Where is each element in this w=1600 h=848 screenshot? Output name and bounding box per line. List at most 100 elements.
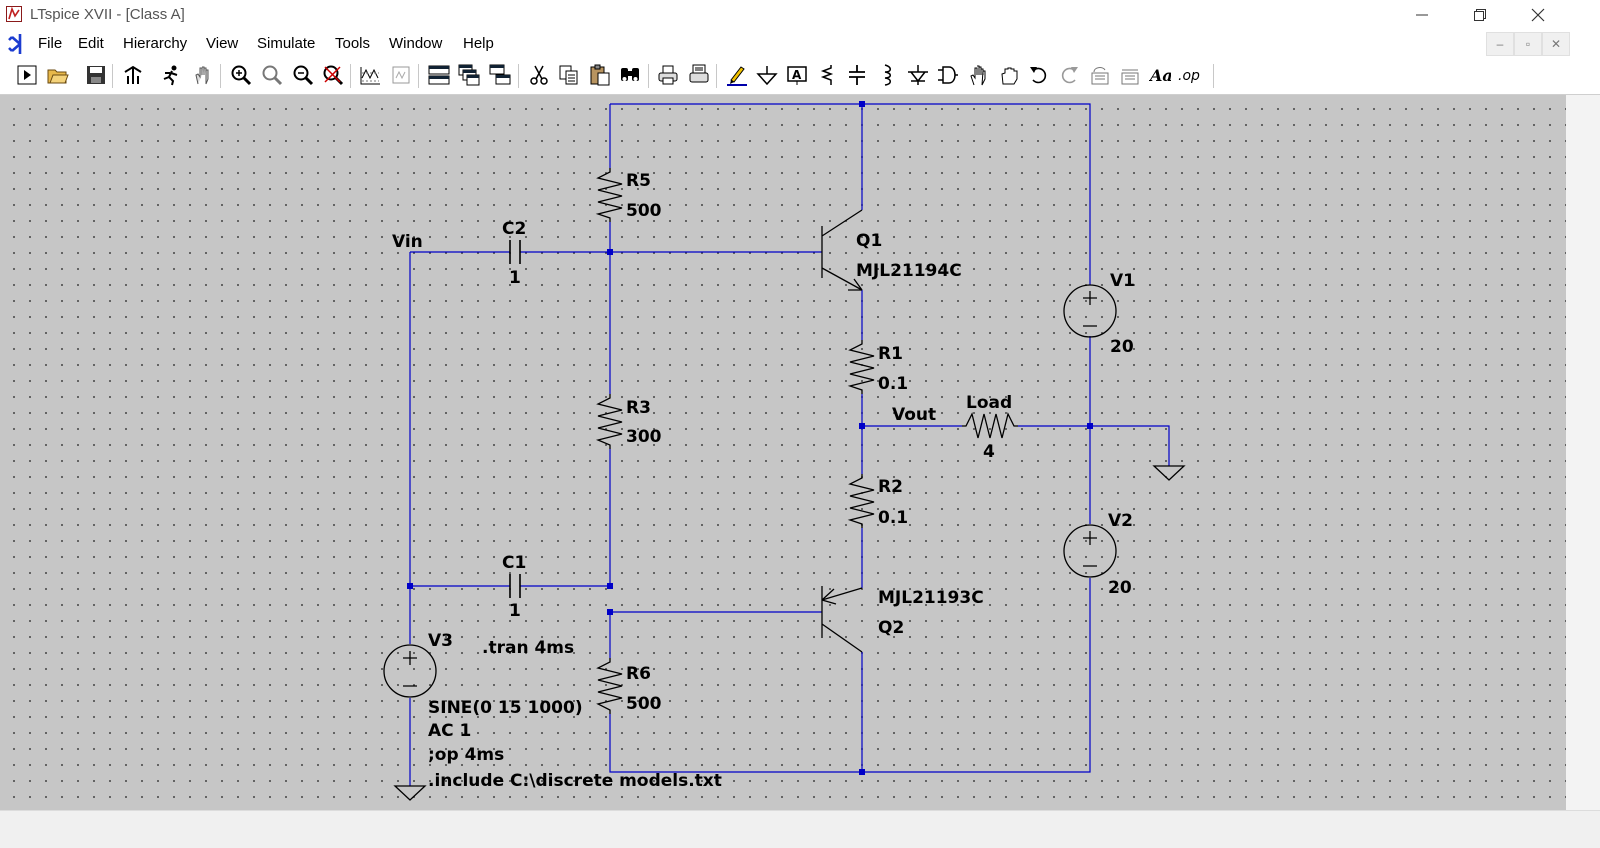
menu-help[interactable]: Help (463, 35, 494, 52)
menu-file[interactable]: File (38, 35, 63, 52)
resistor-r2 (847, 474, 875, 528)
child-close-button[interactable]: ✕ (1542, 32, 1570, 56)
paste-icon (590, 64, 610, 86)
move-icon (970, 65, 986, 86)
waveform-dim-button[interactable] (388, 62, 414, 88)
menu-view[interactable]: View (206, 35, 239, 52)
close-button[interactable] (1509, 0, 1567, 30)
find-button[interactable] (617, 62, 643, 88)
resistor-load (962, 412, 1018, 439)
pan-button[interactable] (190, 62, 216, 88)
close-icon (1531, 8, 1545, 22)
schematic: R5 500 C2 1 Vin Q1 MJL21194C V1 20 R1 0.… (383, 101, 1186, 801)
c1-name: C1 (502, 553, 526, 573)
r3-name: R3 (626, 398, 651, 418)
run-button[interactable] (14, 62, 40, 88)
control-panel-button[interactable] (120, 62, 146, 88)
move-button[interactable] (966, 62, 992, 88)
rotate-button[interactable] (1087, 62, 1113, 88)
component-icon (938, 66, 958, 84)
v2-value: 20 (1108, 578, 1132, 598)
component-button[interactable] (935, 62, 961, 88)
minimize-button[interactable] (1393, 0, 1451, 30)
capacitor-button[interactable] (844, 62, 870, 88)
waveform-button[interactable] (357, 62, 383, 88)
drag-button[interactable] (996, 62, 1022, 88)
zoom-cancel-button[interactable] (320, 62, 346, 88)
child-minimize-button[interactable]: – (1486, 32, 1514, 56)
drag-icon (1001, 67, 1018, 85)
child-restore-button[interactable]: ▫ (1514, 32, 1542, 56)
run-man-button[interactable] (158, 62, 184, 88)
restore-button[interactable] (1451, 0, 1509, 30)
minimize-icon: – (1496, 37, 1504, 51)
print-setup-button[interactable] (686, 62, 712, 88)
include-directive[interactable]: .include C:\discrete models.txt (428, 771, 722, 791)
menu-edit[interactable]: Edit (78, 35, 104, 52)
menu-tools[interactable]: Tools (335, 35, 371, 52)
text-icon: Aa (1149, 66, 1171, 85)
minimize-icon (1416, 14, 1428, 16)
paste-button[interactable] (587, 62, 613, 88)
op-comment[interactable]: ;op 4ms (428, 745, 504, 765)
resistor-r1 (847, 340, 875, 394)
open-button[interactable] (45, 62, 71, 88)
run-icon (17, 65, 37, 85)
r3-value: 300 (626, 427, 662, 447)
zoom-out-button[interactable] (290, 62, 316, 88)
label-net-button[interactable]: A (784, 62, 810, 88)
menu-hierarchy[interactable]: Hierarchy (123, 35, 188, 52)
schematic-canvas[interactable]: R5 500 C2 1 Vin Q1 MJL21194C V1 20 R1 0.… (0, 95, 1566, 810)
wires (409, 103, 1170, 786)
capacitor-c2 (509, 240, 521, 264)
ground-right (1152, 465, 1186, 481)
c1-value: 1 (509, 601, 521, 621)
diode-button[interactable] (905, 62, 931, 88)
resistor-r6 (596, 658, 623, 714)
run-man-icon (163, 65, 178, 86)
v2-name: V2 (1108, 511, 1133, 531)
menu-bar: File Edit Hierarchy View Simulate Tools … (0, 30, 1600, 58)
vertical-scrollbar[interactable] (1566, 95, 1600, 810)
ground-button[interactable] (754, 62, 780, 88)
copy-button[interactable] (556, 62, 582, 88)
r5-name: R5 (626, 171, 651, 191)
q2-model: MJL21193C (878, 588, 984, 608)
resistor-button[interactable] (814, 62, 840, 88)
r2-value: 0.1 (878, 508, 908, 528)
spice-directive-icon: .op (1178, 68, 1200, 84)
wire-button[interactable] (724, 62, 750, 88)
menu-simulate[interactable]: Simulate (257, 35, 316, 52)
undo-button[interactable] (1026, 62, 1052, 88)
print-button[interactable] (655, 62, 681, 88)
pan-hand-icon (195, 66, 209, 85)
menu-window[interactable]: Window (389, 35, 443, 52)
text-button[interactable]: Aa (1147, 62, 1173, 88)
save-button[interactable] (83, 62, 109, 88)
redo-button[interactable] (1056, 62, 1082, 88)
q2-name: Q2 (878, 618, 904, 638)
source-v2 (1063, 524, 1117, 578)
capacitor-c1 (509, 574, 521, 598)
tile-horizontal-button[interactable] (426, 62, 452, 88)
tran-directive[interactable]: .tran 4ms (482, 638, 574, 658)
print-setup-icon (689, 64, 709, 83)
status-bar (0, 810, 1600, 848)
tile-vertical-button[interactable] (487, 62, 513, 88)
resistor-r3 (595, 394, 623, 449)
document-icon[interactable] (6, 32, 28, 56)
zoom-in-button[interactable] (228, 62, 254, 88)
svg-text:Aa: Aa (1149, 66, 1171, 85)
inductor-button[interactable] (874, 62, 900, 88)
waveform-dim-icon (392, 66, 410, 84)
spice-directive-button[interactable]: .op (1177, 62, 1203, 88)
tile-horizontal-icon (428, 65, 450, 85)
v3-name: V3 (428, 631, 453, 651)
zoom-fit-button[interactable] (259, 62, 285, 88)
cut-icon (530, 65, 548, 85)
mirror-button[interactable] (1117, 62, 1143, 88)
r6-value: 500 (626, 694, 662, 714)
print-icon (658, 65, 678, 85)
cut-button[interactable] (526, 62, 552, 88)
cascade-button[interactable] (456, 62, 482, 88)
